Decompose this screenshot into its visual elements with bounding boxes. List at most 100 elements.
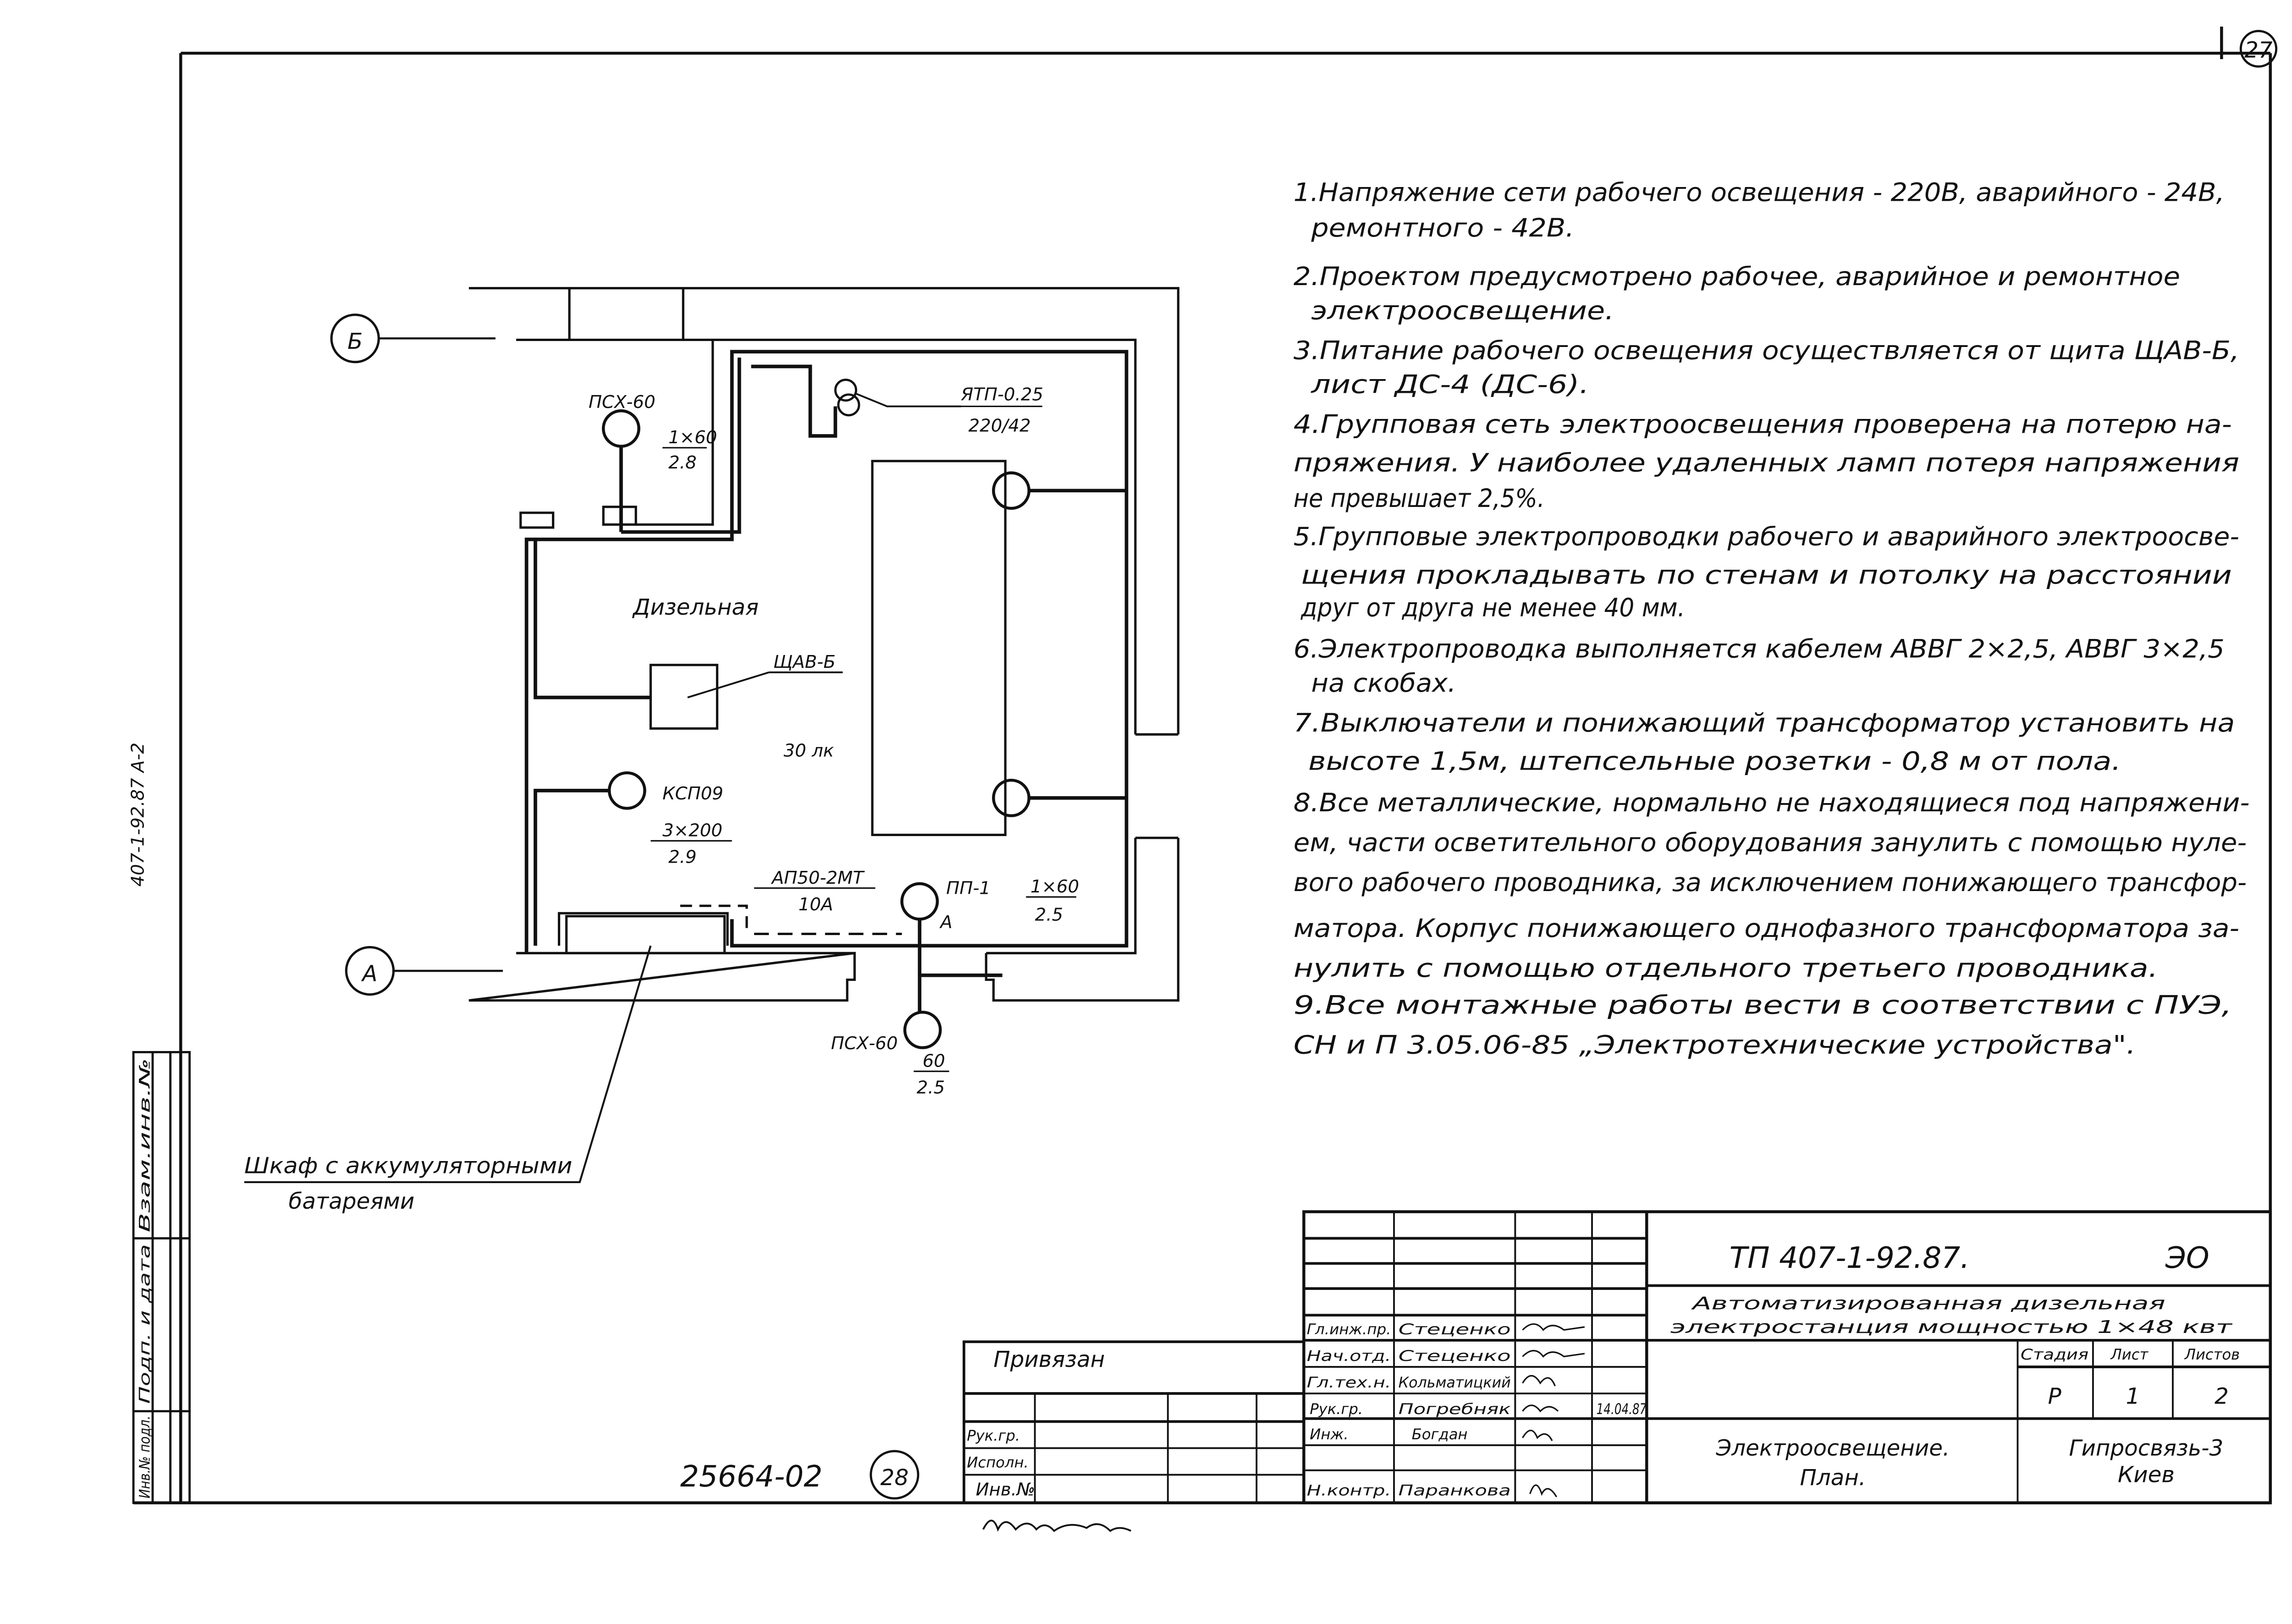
sheet-label: Лист — [2110, 1346, 2149, 1363]
staff-name: Погребняк — [1399, 1400, 1511, 1418]
binding-block: Привязан Рук.гр. Исполн. Инв.№ — [967, 1347, 1105, 1500]
note-line: электроосвещение. — [1311, 296, 1614, 325]
organization-2: Киев — [2118, 1462, 2175, 1488]
binding-ispoln: Исполн. — [967, 1453, 1029, 1471]
note-line: на скобах. — [1311, 668, 1456, 698]
staff-name: Стеценко — [1399, 1321, 1511, 1338]
staff-name: Богдан — [1412, 1426, 1468, 1443]
stage-value: Р — [2048, 1384, 2061, 1409]
note-line: высоте 1,5м, штепсельные розетки - 0,8 м… — [1308, 747, 2121, 776]
sheets-value: 2 — [2215, 1384, 2229, 1409]
project-name-2: электростанция мощностью 1×48 квт — [1670, 1317, 2233, 1338]
lamp-pp-type: ПП-1 — [946, 878, 991, 898]
binding-title: Привязан — [993, 1347, 1105, 1372]
wiring — [524, 350, 1129, 1013]
lamp-main-type: КСП09 — [662, 783, 723, 804]
page-number: 27 — [2244, 38, 2273, 63]
lamp-top-num: 1×60 — [668, 427, 717, 448]
staff-role: Нач.отд. — [1307, 1347, 1391, 1365]
floor-plan: Б А Дизельная 30 лк ПСХ-60 1×60 2.8 ЯТП-… — [244, 287, 1179, 1214]
title-block — [962, 1210, 2272, 1504]
note-line: ремонтного - 42В. — [1311, 213, 1574, 242]
signature — [1522, 1323, 1585, 1497]
note-line: 8.Все металлические, нормально не находя… — [1294, 788, 2250, 817]
note-line: 1.Напряжение сети рабочего освещения - 2… — [1294, 177, 2225, 207]
staff-name: Стеценко — [1399, 1347, 1511, 1365]
lamp-icon — [900, 882, 939, 921]
note-line: 4.Групповая сеть электроосвещения провер… — [1294, 410, 2232, 439]
inv-podl-label: Инв.№ подл. — [136, 1415, 154, 1498]
sheet-title-2: План. — [1800, 1465, 1866, 1491]
note-line: 6.Электропроводка выполняется кабелем АВ… — [1294, 634, 2225, 664]
panel-leader — [687, 671, 769, 699]
project-name-1: Автоматизированная дизельная — [1691, 1293, 2165, 1314]
podp-data-label: Подп. и дата — [136, 1244, 154, 1404]
note-line: 9.Все монтажные работы вести в соответст… — [1294, 991, 2232, 1020]
note-line: друг от друга не менее 40 мм. — [1300, 593, 1685, 622]
bottom-circle — [870, 1450, 920, 1500]
illuminance: 30 лк — [784, 741, 834, 761]
vzam-inv-label: Взам.инв.№ — [136, 1058, 154, 1232]
panel-box — [649, 664, 719, 730]
note-line: матора. Корпус понижающего однофазного т… — [1294, 914, 2239, 943]
note-line: 2.Проектом предусмотрено рабочее, аварий… — [1294, 262, 2180, 291]
left-strip — [132, 1051, 191, 1504]
bottom-circle-number: 28 — [881, 1465, 909, 1491]
cabinet-label-2: батареями — [289, 1189, 415, 1214]
lamp-top-den: 2.8 — [668, 452, 697, 473]
staff-role: Гл.тех.н. — [1307, 1374, 1391, 1391]
panel-label: ЩАВ-Б — [773, 652, 836, 672]
axis-a-label: А — [361, 961, 377, 987]
note-line: пряжения. У наиболее удаленных ламп поте… — [1294, 448, 2239, 477]
staff-role: Н.контр. — [1307, 1482, 1391, 1499]
signature — [982, 1519, 1132, 1532]
lamp-top-type: ПСХ-60 — [589, 392, 656, 413]
binding-inv-no: Инв.№ — [976, 1480, 1036, 1500]
lamp-main-num: 3×200 — [662, 820, 722, 841]
binding-ruk-gr: Рук.гр. — [967, 1427, 1020, 1444]
breaker-type: АП50-2МТ — [771, 868, 865, 888]
transformer-icon — [837, 393, 860, 417]
staff-name: Паранкова — [1399, 1482, 1511, 1499]
organization-1: Гипросвязь-3 — [2069, 1435, 2224, 1461]
general-notes: 1.Напряжение сети рабочего освещения - 2… — [1294, 177, 2250, 1059]
page-number-circle — [2239, 30, 2278, 68]
lamp-icon — [992, 778, 1030, 817]
transformer-ratio: 220/42 — [969, 415, 1031, 436]
room-name: Дизельная — [632, 595, 759, 620]
diesel-generator — [871, 460, 1007, 837]
lamp-pp-suffix: А — [939, 912, 952, 933]
staff-date: 14.04.87 — [1597, 1400, 1647, 1418]
lamp-icon — [903, 1011, 942, 1049]
lamp-out-type: ПСХ-60 — [831, 1033, 898, 1054]
note-line: ем, части осветительного оборудования за… — [1294, 828, 2247, 857]
note-line: щения прокладывать по стенам и потолку н… — [1301, 560, 2232, 589]
lamp-icon — [607, 771, 646, 810]
staff-name: Кольматицкий — [1399, 1374, 1511, 1391]
lamp-icon — [992, 471, 1030, 510]
staff-role: Гл.инж.пр. — [1307, 1321, 1391, 1338]
lamp-main-den: 2.9 — [668, 847, 697, 868]
lamp-out-den: 2.5 — [917, 1078, 945, 1098]
axis-b-label: Б — [347, 329, 363, 354]
note-line: лист ДС-4 (ДС-6). — [1311, 370, 1589, 399]
note-line: 7.Выключатели и понижающий трансформатор… — [1294, 708, 2235, 738]
note-line: 5.Групповые электропроводки рабочего и а… — [1294, 522, 2239, 551]
note-line: СН и П 3.05.06-85 „Электротехнические ус… — [1294, 1030, 2136, 1060]
breaker-rating: 10А — [799, 894, 833, 915]
sheet-value: 1 — [2126, 1384, 2140, 1409]
battery-cabinet — [565, 915, 726, 954]
transformer-icon — [834, 379, 857, 402]
staff-role: Рук.гр. — [1310, 1400, 1363, 1418]
lamp-icon — [602, 409, 640, 448]
stage-label: Стадия — [2021, 1346, 2088, 1363]
sheet-title-1: Электроосвещение. — [1716, 1435, 1950, 1461]
cabinet-leader — [244, 945, 652, 1184]
transformer-type: ЯТП-0.25 — [960, 385, 1043, 405]
note-line: нулить с помощью отдельного третьего про… — [1294, 953, 2158, 983]
lamp-pp-den: 2.5 — [1035, 904, 1063, 925]
note-line: вого рабочего проводника, за исключением… — [1294, 868, 2247, 897]
sheets-label: Листов — [2184, 1346, 2240, 1363]
staff-list: Гл.инж.пр. Стеценко Нач.отд. Стеценко Гл… — [1307, 1321, 1647, 1499]
